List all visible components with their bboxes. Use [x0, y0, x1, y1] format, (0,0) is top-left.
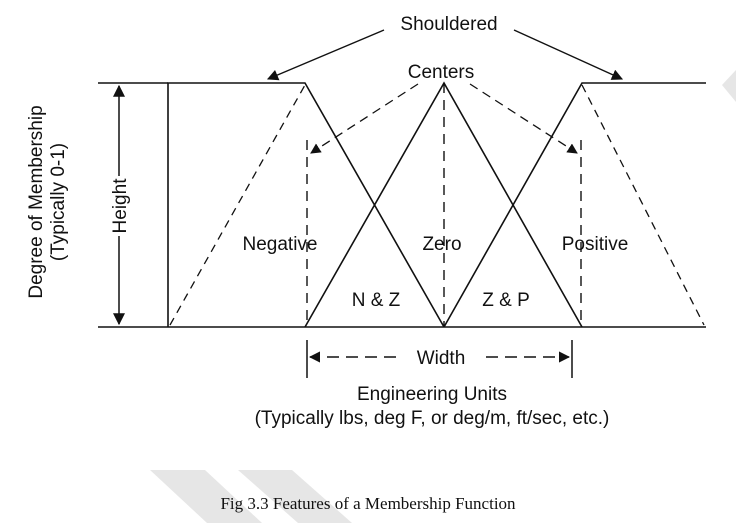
z-and-p-label: Z & P	[482, 290, 530, 311]
x-axis-units-label: (Typically lbs, deg F, or deg/m, ft/sec,…	[255, 408, 610, 429]
positive-label: Positive	[562, 234, 629, 255]
x-axis-label: Engineering Units	[357, 384, 507, 405]
y-axis-label: Degree of Membership	[26, 105, 47, 298]
width-label: Width	[417, 348, 466, 369]
negative-dashed-ramp	[169, 84, 306, 326]
height-label: Height	[110, 178, 131, 234]
shouldered-arrow-left	[266, 29, 385, 81]
zero-label: Zero	[422, 234, 461, 255]
centers-label: Centers	[408, 62, 475, 83]
watermark	[150, 70, 736, 523]
shouldered-label: Shouldered	[400, 14, 497, 35]
figure-caption: Fig 3.3 Features of a Membership Functio…	[220, 494, 516, 513]
positive-set-shape	[443, 82, 706, 328]
y-axis-range-label: (Typically 0-1)	[48, 143, 69, 261]
negative-label: Negative	[243, 234, 318, 255]
negative-set-shape	[167, 82, 445, 328]
positive-dashed-ramp	[581, 84, 705, 326]
shouldered-arrow-right	[513, 29, 624, 80]
n-and-z-label: N & Z	[352, 290, 401, 311]
centers-arrow-left	[310, 83, 419, 154]
centers-arrow-right	[469, 83, 578, 154]
